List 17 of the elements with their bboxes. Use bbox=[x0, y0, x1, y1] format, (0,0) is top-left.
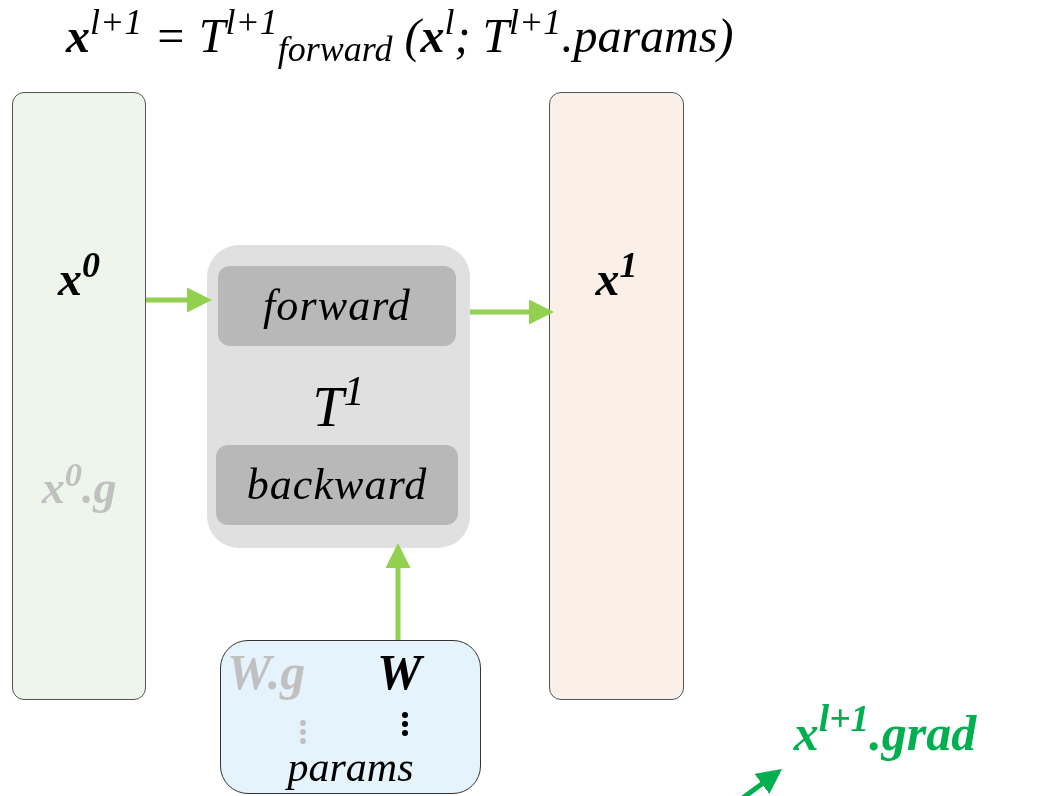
arrow bbox=[146, 287, 212, 313]
arrow bbox=[470, 299, 554, 325]
method-box bbox=[218, 266, 456, 346]
tensor-label: x$^{1}$ bbox=[594, 244, 639, 307]
tensor-label: x$^{0}$ bbox=[56, 244, 101, 307]
method-label: forward bbox=[262, 280, 412, 332]
gradient-label: x$^{l+1}$.grad bbox=[792, 697, 978, 763]
arrow bbox=[385, 543, 411, 640]
method-label: backward bbox=[245, 459, 429, 511]
layer-label: T$^{1}$ bbox=[311, 367, 366, 440]
method-box bbox=[216, 445, 458, 525]
params-box bbox=[220, 640, 481, 794]
layer-box bbox=[207, 245, 470, 548]
tensor-column bbox=[549, 92, 684, 700]
params-label: params bbox=[284, 743, 415, 792]
weight-gradient-label: W.g bbox=[227, 643, 306, 702]
tensor-column bbox=[12, 92, 146, 700]
